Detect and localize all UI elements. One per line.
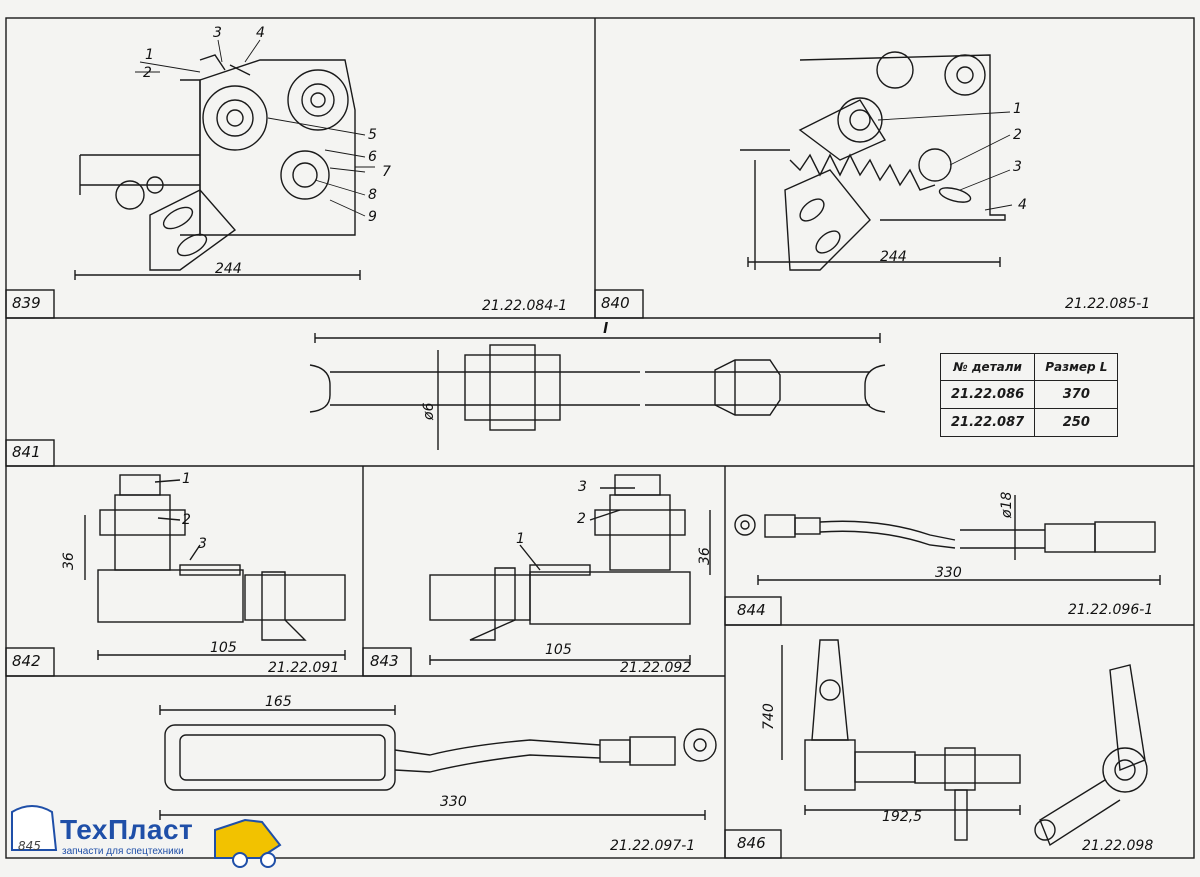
logo-text: ТехПласт	[60, 814, 194, 845]
callout-839-7: 7	[382, 164, 391, 180]
dim-843-height: 36	[697, 547, 713, 565]
callout-842-1: 1	[182, 471, 191, 487]
part-843-drawing	[429, 474, 711, 665]
part-code-843: 21.22.092	[620, 660, 692, 676]
part-844-drawing	[734, 495, 1161, 585]
part-839-drawing	[74, 54, 361, 280]
panel-843-tag: 843	[370, 652, 399, 670]
callout-843-3: 3	[578, 479, 587, 495]
table-cell: 370	[1034, 380, 1119, 409]
size-table-col-part: № детали	[939, 353, 1036, 381]
callout-839-4: 4	[256, 25, 265, 41]
dim-844-dia: ø18	[999, 491, 1015, 518]
size-table: № детали Размер L 21.22.086 370 21.22.08…	[939, 353, 1119, 437]
callout-840-4: 4	[1018, 197, 1027, 213]
panel-844-tag: 844	[737, 601, 766, 619]
part-code-840: 21.22.085-1	[1065, 296, 1151, 312]
dim-844-length: 330	[935, 565, 962, 581]
panel-842-tag: 842	[12, 652, 41, 670]
callout-839-5: 5	[368, 127, 377, 143]
part-code-839: 21.22.084-1	[482, 298, 568, 314]
callout-840-3: 3	[1013, 159, 1022, 175]
panel-845-tag: 845	[18, 839, 41, 853]
callout-843-1: 1	[516, 531, 525, 547]
logo-graphics	[11, 805, 282, 868]
callout-840-2: 2	[1013, 127, 1022, 143]
part-846-drawing	[781, 639, 1148, 847]
part-842-drawing	[84, 474, 346, 660]
callout-839-2: 2	[143, 65, 152, 81]
dim-839: 244	[215, 261, 242, 277]
callout-839-6: 6	[368, 149, 377, 165]
callout-839-8: 8	[368, 187, 377, 203]
size-table-header: № детали Размер L	[939, 353, 1119, 381]
callout-839-3: 3	[213, 25, 222, 41]
part-840-drawing	[740, 51, 1006, 271]
dim-840: 244	[880, 249, 907, 265]
part-845-drawing	[159, 705, 717, 820]
panel-841-tag: 841	[12, 443, 41, 461]
table-row: 21.22.087 250	[939, 408, 1119, 437]
callout-843-2: 2	[577, 511, 586, 527]
callout-842-3: 3	[198, 536, 207, 552]
part-code-842: 21.22.091	[268, 660, 340, 676]
part-code-845: 21.22.097-1	[610, 838, 696, 854]
panel-846-tag: 846	[737, 834, 766, 852]
outer-frame	[5, 17, 1195, 859]
dim-842-height: 36	[61, 552, 77, 570]
dim-846-width: 192,5	[882, 809, 923, 825]
panel-840-tag: 840	[601, 294, 630, 312]
part-code-846: 21.22.098	[1082, 838, 1154, 854]
callout-840-1: 1	[1013, 101, 1022, 117]
table-row: 21.22.086 370	[939, 380, 1119, 409]
callout-842-2: 2	[182, 512, 191, 528]
callout-839-9: 9	[368, 209, 377, 225]
dim-845-length: 330	[440, 794, 467, 810]
dim-845-top: 165	[265, 694, 292, 710]
panel-839-tag: 839	[12, 294, 41, 312]
table-cell: 250	[1034, 408, 1119, 437]
dim-841-length: l	[603, 321, 608, 337]
dim-843-width: 105	[545, 642, 572, 658]
dim-841-dia: ø6	[421, 402, 437, 420]
logo-subtitle: запчасти для спецтехники	[62, 846, 184, 857]
dim-842-width: 105	[210, 640, 237, 656]
table-cell: 21.22.087	[939, 408, 1036, 437]
part-code-844: 21.22.096-1	[1068, 602, 1154, 618]
size-table-col-size: Размер L	[1034, 353, 1119, 381]
table-cell: 21.22.086	[939, 380, 1036, 409]
callout-839-1: 1	[145, 47, 154, 63]
dim-846-height: 740	[761, 703, 777, 730]
part-841-drawing	[309, 333, 886, 450]
